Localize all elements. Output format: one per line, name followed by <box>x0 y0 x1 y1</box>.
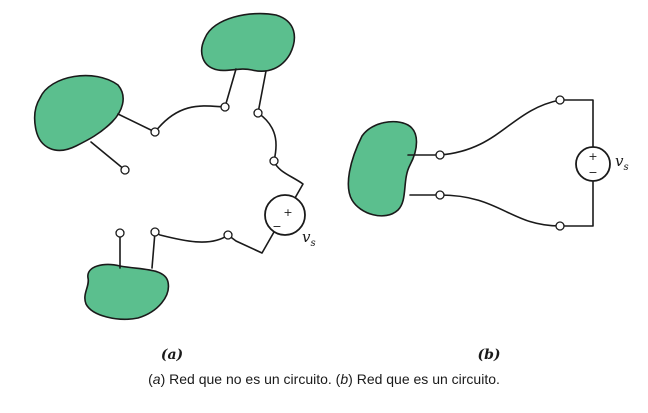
voltage-source-a-label: vs <box>302 228 316 249</box>
terminal-node <box>253 108 263 118</box>
figure-caption: (a) Red que no es un circuito. (b) Red q… <box>148 371 500 387</box>
element-blob-b <box>347 120 418 217</box>
wire-left-blob-to-terminal <box>90 141 126 171</box>
network-b: + − vs (b) <box>347 95 629 363</box>
wire-right-node-to-source <box>273 160 304 199</box>
element-blob-left <box>33 74 124 152</box>
circuit-figure: + − vs (a) + − vs (b) <box>33 12 629 363</box>
terminal-node <box>435 190 445 200</box>
part-a-label: (a) <box>161 347 183 363</box>
wire-top-node-to-right-node <box>257 112 277 162</box>
network-a: + − vs (a) <box>33 12 316 363</box>
terminal-node <box>555 95 565 105</box>
terminal-node <box>115 228 125 238</box>
element-blob-top <box>201 12 296 72</box>
terminal-node <box>220 102 230 112</box>
terminal-node <box>269 156 279 166</box>
voltage-source-b <box>575 146 611 182</box>
terminal-node <box>150 127 160 137</box>
voltage-source-a-minus: − <box>272 220 281 233</box>
wire-source-to-bottom-right-node <box>227 231 275 254</box>
wire-top-blob-lead-1 <box>224 68 237 108</box>
caption-part-b-letter: b <box>340 371 349 387</box>
terminal-node <box>150 227 160 237</box>
element-blob-bottom <box>84 263 170 320</box>
voltage-source-b-minus: − <box>588 166 597 179</box>
terminal-node <box>435 150 445 160</box>
voltage-source-b-plus: + <box>588 150 597 163</box>
wire-b-top <box>407 99 594 156</box>
caption-part-b-text: Red que es un circuito. <box>352 371 500 387</box>
voltage-source-a <box>264 194 306 236</box>
caption-part-a-letter: a <box>152 371 161 387</box>
wire-left-blob-to-node <box>117 113 156 133</box>
caption-part-a-text: Red que no es un circuito. ( <box>165 371 341 387</box>
voltage-source-a-plus: + <box>283 206 292 219</box>
terminal-node <box>120 165 130 175</box>
wire-bottom-blob-lead-2 <box>151 231 156 269</box>
terminal-node <box>223 230 233 240</box>
part-b-label: (b) <box>477 347 500 363</box>
wire-b-bottom <box>409 181 594 227</box>
wire-bottom-node-to-bottom-right-node <box>154 231 229 243</box>
terminal-node <box>555 221 565 231</box>
voltage-source-b-label: vs <box>615 152 629 173</box>
wire-top-blob-lead-2 <box>257 70 267 114</box>
wire-left-node-to-top-node <box>154 105 226 133</box>
